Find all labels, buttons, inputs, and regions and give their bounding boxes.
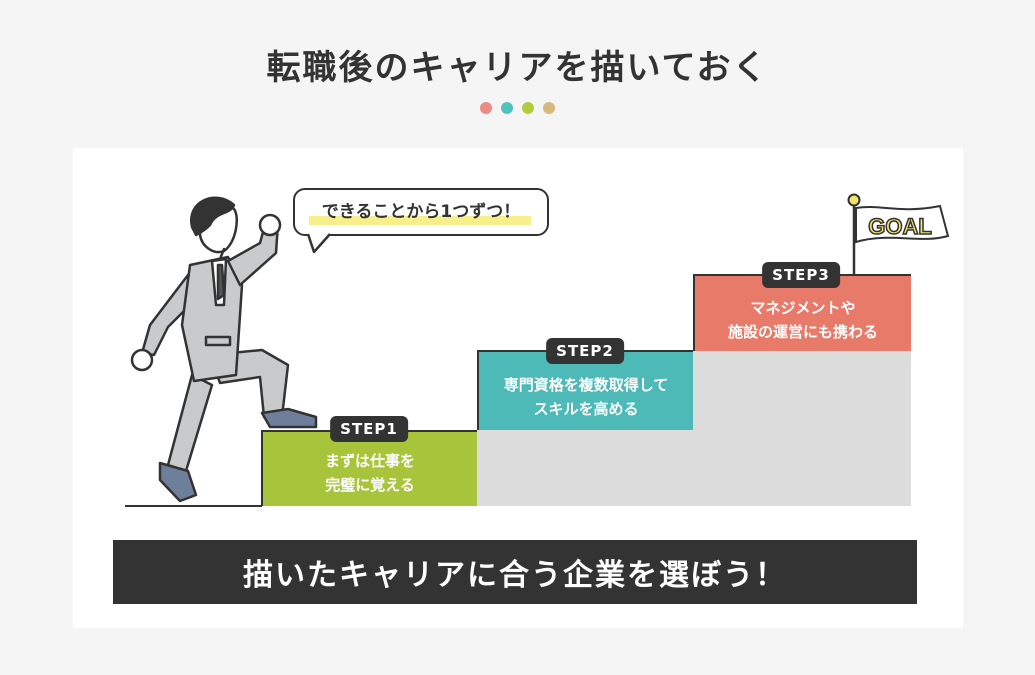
stair-gray-step3: [693, 350, 911, 506]
step3-line1: マネジメントや: [728, 296, 878, 320]
goal-flag-icon: GOAL: [840, 190, 960, 280]
step3-text: マネジメントや 施設の運営にも携わる: [728, 284, 878, 344]
footer-message: 描いたキャリアに合う企業を選ぼう！: [243, 550, 787, 594]
step2-line2: スキルを高める: [504, 397, 669, 421]
dot-gold: [543, 102, 555, 114]
step1-line1: まずは仕事を: [325, 449, 415, 473]
step1-line2: 完璧に覚える: [325, 473, 415, 497]
page-title: 転職後のキャリアを描いておく: [0, 40, 1035, 89]
businessman-illustration: [120, 195, 330, 515]
step2-text: 専門資格を複数取得して スキルを高める: [504, 361, 669, 421]
step3-badge: STEP3: [762, 262, 840, 288]
dot-green: [522, 102, 534, 114]
step1-badge: STEP1: [330, 416, 408, 442]
bubble-text: できることから1つずつ！: [295, 190, 547, 234]
step3-line2: 施設の運営にも携わる: [728, 320, 878, 344]
stair-gray-step2: [477, 430, 693, 506]
dot-teal: [501, 102, 513, 114]
step2-line1: 専門資格を複数取得して: [504, 373, 669, 397]
footer-message-bar: 描いたキャリアに合う企業を選ぼう！: [113, 540, 917, 604]
step2-badge: STEP2: [546, 338, 624, 364]
decorative-dots: [0, 102, 1035, 114]
goal-text: GOAL: [868, 214, 932, 239]
step1-text: まずは仕事を 完璧に覚える: [325, 441, 415, 497]
speech-bubble: できることから1つずつ！: [293, 188, 549, 236]
dot-pink: [480, 102, 492, 114]
